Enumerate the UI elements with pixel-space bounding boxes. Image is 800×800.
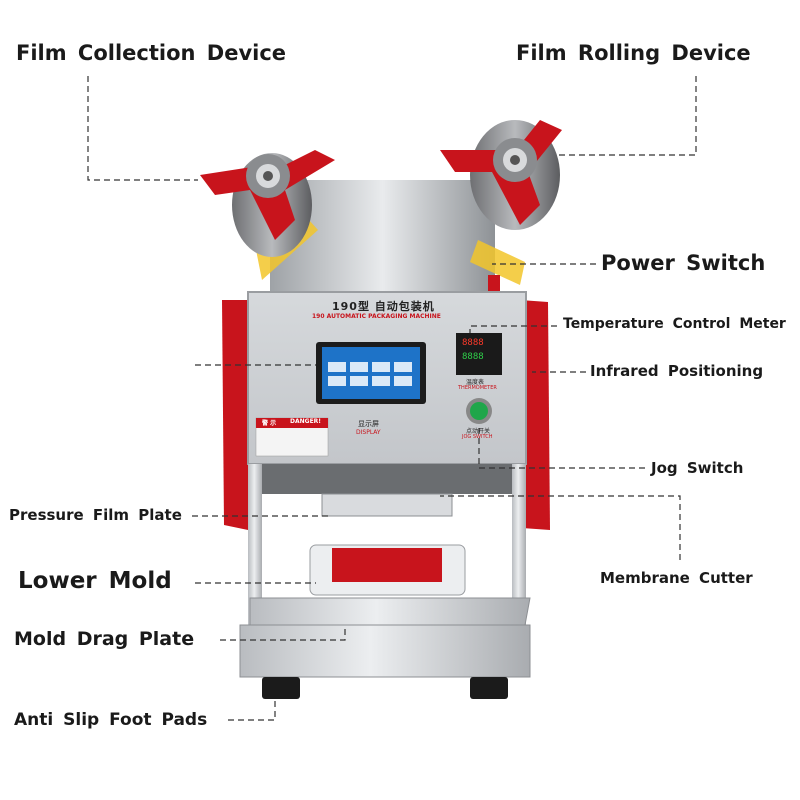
label-lower-mold: Lower Mold (18, 568, 172, 594)
model-subtitle: 190 AUTOMATIC PACKAGING MACHINE (312, 313, 441, 320)
heat-block (262, 464, 512, 494)
label-mold-drag: Mold Drag Plate (14, 628, 195, 650)
meter-bottom-digits: 8888 (462, 352, 484, 362)
power-switch-nub (488, 275, 500, 293)
right-knob (440, 120, 562, 225)
red-film-right (520, 300, 550, 530)
foot-left (262, 677, 300, 699)
pressure-film-plate (321, 493, 453, 517)
label-pressure-plate: Pressure Film Plate (9, 506, 182, 524)
temperature-meter (456, 333, 502, 375)
food-pack (332, 548, 442, 582)
label-jog-switch: Jog Switch (651, 459, 744, 477)
mold-drag-plate (249, 597, 531, 626)
left-knob (200, 150, 335, 240)
warning-cn: 警 示 (262, 420, 277, 427)
model-title: 190型 自动包装机 (332, 300, 435, 313)
red-film-left (222, 300, 250, 530)
label-power-switch: Power Switch (601, 251, 766, 275)
label-foot-pads: Anti Slip Foot Pads (14, 710, 208, 730)
jog-button (470, 402, 488, 420)
jog-en: JOG SWITCH (462, 434, 493, 440)
meter-en: THERMOMETER (458, 385, 497, 391)
jog-cn: 点动开关 (466, 428, 491, 435)
base (239, 624, 531, 678)
label-temperature-meter: Temperature Control Meter (563, 316, 786, 332)
touch-screen (322, 347, 420, 399)
display-en: DISPLAY (356, 429, 381, 436)
film-strip-right (470, 240, 525, 285)
meter-top-digits: 8888 (462, 338, 484, 348)
label-film-rolling: Film Rolling Device (516, 41, 751, 65)
display-cn: 显示屏 (358, 420, 379, 428)
label-infrared: Infrared Positioning (590, 362, 764, 380)
label-film-collection: Film Collection Device (16, 41, 287, 65)
meter-cn: 温度表 (466, 379, 485, 386)
foot-right (470, 677, 508, 699)
warning-en: DANGER! (290, 418, 322, 425)
label-membrane-cutter: Membrane Cutter (600, 569, 753, 587)
leader-lines (87, 76, 697, 721)
